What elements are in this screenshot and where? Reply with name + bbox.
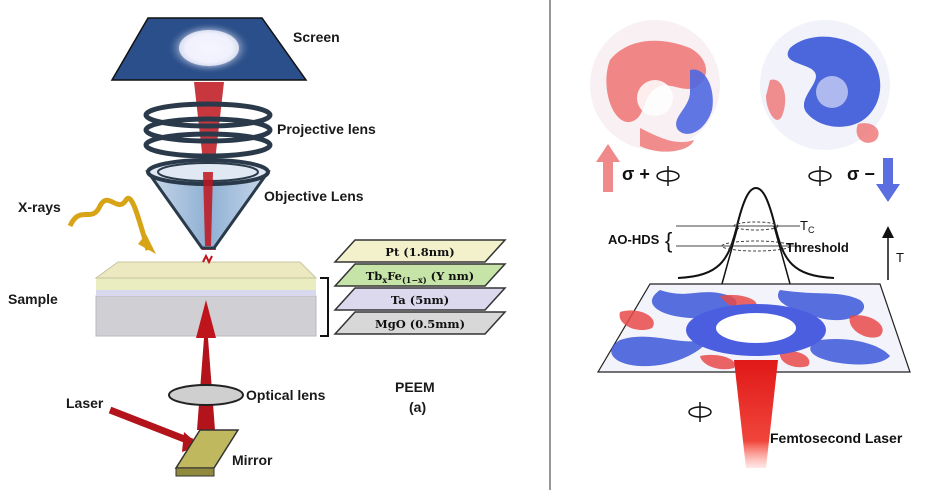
mirror — [174, 429, 240, 477]
domain-image-sigma-minus — [760, 20, 890, 150]
objective-lens — [145, 158, 271, 250]
domain-image-sigma-plus — [590, 20, 720, 152]
optical-lens-label: Optical lens — [246, 387, 326, 403]
peem-label: PEEM — [395, 379, 435, 395]
threshold-label: Threshold — [786, 240, 849, 255]
sample-label: Sample — [8, 291, 58, 307]
down-arrow — [876, 158, 900, 202]
ao-hds-label: AO-HDS — [608, 232, 660, 247]
sigma-plus-label: σ + — [622, 164, 650, 184]
layer-bracket — [320, 277, 329, 337]
layer-stack — [333, 239, 507, 335]
xrays-label: X-rays — [18, 199, 61, 215]
femtosecond-laser-beam — [734, 360, 778, 468]
temperature-axis-label: T — [896, 250, 904, 265]
up-arrow — [596, 144, 620, 192]
screen — [110, 17, 308, 81]
rotation-icon-bottom — [688, 402, 712, 422]
xray-wave — [67, 195, 156, 254]
layer-pt: Pt (1.8nm) — [385, 245, 454, 259]
mirror-label: Mirror — [232, 452, 273, 468]
screen-label: Screen — [293, 29, 340, 45]
projective-lens — [143, 101, 273, 159]
ao-hds-brace: { — [665, 228, 672, 253]
rotation-icon-left — [656, 166, 680, 186]
laser-label: Laser — [66, 395, 104, 411]
rotation-icon-right — [808, 166, 832, 186]
objective-lens-label: Objective Lens — [264, 188, 364, 204]
optical-lens — [168, 384, 244, 406]
projective-lens-label: Projective lens — [277, 121, 376, 137]
sample — [94, 253, 318, 337]
layer-tbfe: TbxFe(1−x) (Y nm) — [366, 269, 475, 285]
tc-label: TC — [800, 218, 815, 235]
laser-spot — [716, 313, 796, 343]
laser-input — [108, 406, 200, 452]
panel-id-label: (a) — [409, 399, 426, 415]
layer-ta: Ta (5nm) — [391, 293, 449, 307]
right-panel: σ + σ − TC Threshold AO-HDS — [590, 20, 911, 468]
femtosecond-laser-label: Femtosecond Laser — [770, 430, 903, 446]
left-panel: Screen Projective lens Objective Lens X-… — [8, 17, 507, 477]
sigma-minus-label: σ − — [847, 164, 875, 184]
layer-mgo: MgO (0.5mm) — [375, 317, 465, 331]
